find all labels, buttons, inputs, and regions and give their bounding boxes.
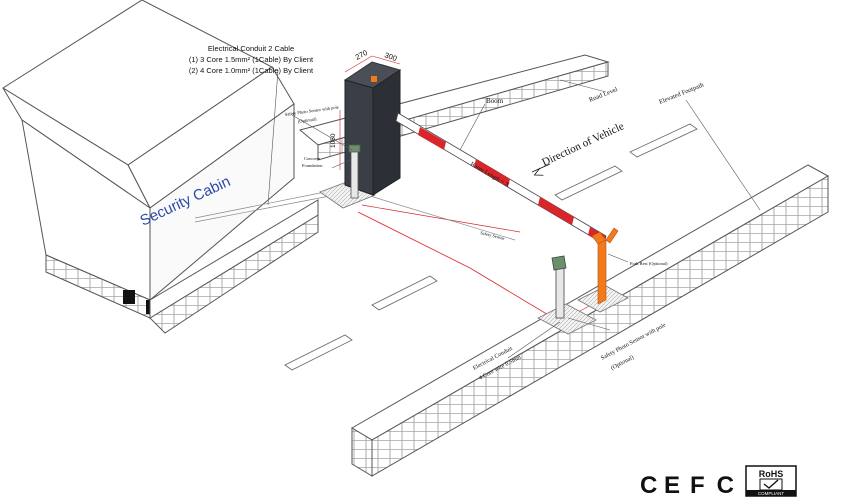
conduit-note-line2: (2) 4 Core 1.0mm² (1Cable) By Client — [189, 66, 314, 75]
conduit-note: Electrical Conduit 2 Cable (1) 3 Core 1.… — [189, 44, 314, 75]
label-safety-sensor-bottom-optional: (Optional) — [610, 354, 635, 372]
label-concrete: Concrete — [304, 156, 320, 161]
label-safety-sensor-mid: Safety Sensor — [480, 230, 506, 241]
cabinet-lamp — [371, 76, 377, 82]
dim-width: 270 — [354, 48, 369, 62]
security-cabin — [2, 0, 295, 319]
conduit-note-line1: (1) 3 Core 1.5mm² (1Cable) By Client — [189, 55, 314, 64]
rohs-check-icon — [759, 478, 783, 491]
compliant-band — [746, 490, 796, 496]
conduit-lines — [194, 189, 601, 323]
label-foundation: Foundation — [302, 163, 323, 168]
label-boom: Boom — [486, 97, 504, 105]
label-fork-rest: Fork Rest (Optional) — [630, 261, 668, 266]
fc-mark-icon: FC — [690, 472, 734, 499]
dim-depth: 300 — [383, 50, 398, 63]
ce-mark-icon: CE — [640, 472, 680, 499]
checkmark-icon — [763, 479, 779, 489]
sensor-pole-left — [348, 144, 361, 199]
fork-rest — [591, 227, 619, 305]
sensor-pole-right — [551, 255, 567, 319]
rohs-compliant-text: COMPLIANT — [758, 491, 785, 496]
dimension-lines — [339, 55, 401, 170]
direction-arrow-icon — [533, 167, 544, 176]
road-markings — [284, 123, 698, 371]
direction-arrow-shaft — [531, 163, 551, 173]
label-direction: Direction of Vehicle — [540, 120, 626, 169]
dim-height: 1050 — [330, 133, 337, 148]
label-elevated-footpath: Elevated Footpath — [658, 81, 705, 106]
conduit-note-title: Electrical Conduit 2 Cable — [208, 44, 294, 53]
label-boom-length: Boom Length = X — [469, 162, 511, 189]
label-safety-sensor-top-optional: (Optional) — [297, 116, 317, 124]
cabin-dark-block-1 — [123, 290, 135, 304]
rohs-mark: RoHS — [759, 469, 784, 479]
leader-lines — [267, 69, 761, 359]
certification-marks: CE FC RoHS COMPLIANT — [640, 465, 797, 499]
